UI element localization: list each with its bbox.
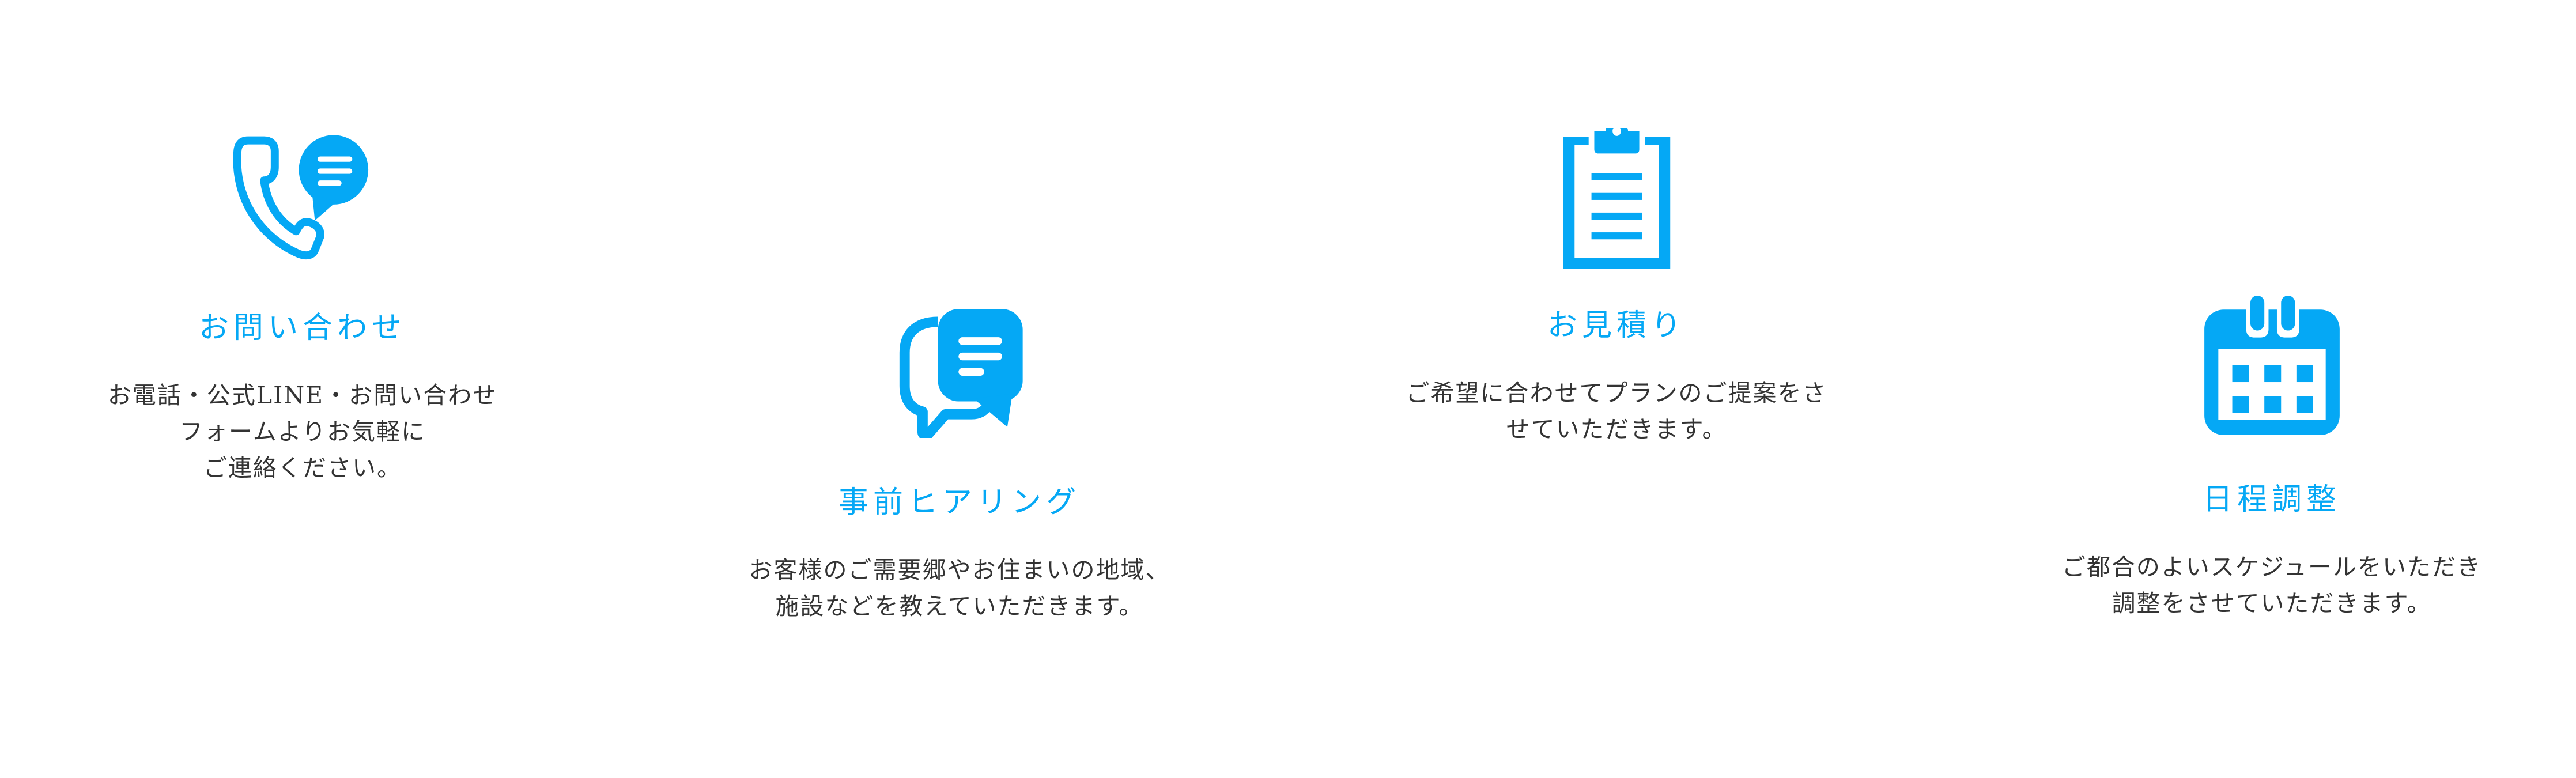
step-contact: お問い合わせ お電話・公式LINE・お問い合わせ フォームよりお気軽に ご連絡く… <box>43 130 562 486</box>
step-description: ご都合のよいスケジュールをいただき 調整をさせていただきます。 <box>2012 549 2531 622</box>
desc-line: 施設などを教えていただきます。 <box>775 592 1144 620</box>
step-title: 事前ヒアリング <box>838 485 1081 520</box>
step-title: お問い合わせ <box>198 311 406 345</box>
calendar-icon <box>2204 296 2340 435</box>
step-schedule: 日程調整 ご都合のよいスケジュールをいただき 調整をさせていただきます。 <box>2012 296 2531 622</box>
step-title: 日程調整 <box>2202 482 2341 517</box>
clipboard-icon <box>1563 128 1670 269</box>
step-description: お電話・公式LINE・お問い合わせ フォームよりお気軽に ご連絡ください。 <box>43 377 562 486</box>
step-estimate: お見積り ご希望に合わせてプランのご提案をさ せていただきます。 <box>1357 128 1876 448</box>
desc-line: ご都合のよいスケジュールをいただき <box>2061 553 2482 581</box>
chat-bubbles-icon <box>899 309 1023 438</box>
step-hearing: 事前ヒアリング お客様のご需要郷やお住まいの地域、 施設などを教えていただきます… <box>700 308 1219 625</box>
step-description: お客様のご需要郷やお住まいの地域、 施設などを教えていただきます。 <box>700 552 1219 625</box>
desc-line: フォームよりお気軽に <box>179 418 426 445</box>
desc-line: ご希望に合わせてプランのご提案をさ <box>1406 379 1827 407</box>
step-description: ご希望に合わせてプランのご提案をさ せていただきます。 <box>1357 375 1876 448</box>
desc-line: せていただきます。 <box>1506 416 1727 443</box>
desc-line: 調整をさせていただきます。 <box>2112 590 2432 617</box>
desc-line: お電話・公式LINE・お問い合わせ <box>107 382 498 409</box>
desc-line: ご連絡ください。 <box>203 454 402 482</box>
phone-chat-icon <box>233 135 368 259</box>
step-title: お見積り <box>1547 308 1686 343</box>
desc-line: お客様のご需要郷やお住まいの地域、 <box>749 556 1170 584</box>
